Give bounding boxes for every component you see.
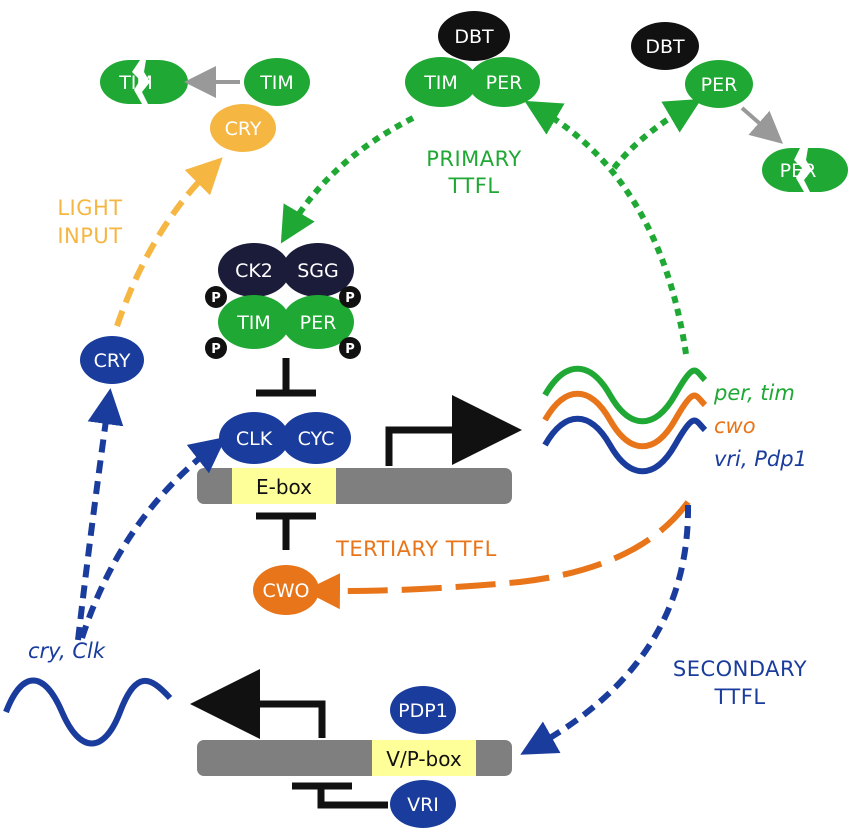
cry-top-label: CRY <box>225 118 262 140</box>
cwo-label: CWO <box>262 580 309 602</box>
light-input-arrow <box>114 157 223 327</box>
per-right-protein <box>685 60 753 108</box>
per-complex-label: PER <box>300 312 337 334</box>
phospho-badge <box>339 286 361 308</box>
cyc-label: CYC <box>298 428 335 450</box>
inhibition-cwo-to-ebox <box>256 512 316 550</box>
ebox-mrna-waves <box>542 365 708 475</box>
cwo-protein <box>253 565 319 615</box>
clk-cyc-dimer: CLK CYC <box>219 412 351 464</box>
cry-clk-mrna-wave <box>3 677 173 747</box>
phospho-label: P <box>211 342 221 357</box>
phosphorylated-complex: CK2 SGG TIM PER P P P P <box>205 243 361 359</box>
inhibition-vri-to-vpbox <box>292 782 388 809</box>
phospho-badge <box>205 286 227 308</box>
tim-complex-label: TIM <box>236 312 271 334</box>
per-center-label: PER <box>486 72 523 94</box>
cwo-gene-label: cwo <box>714 414 756 438</box>
tim-broken-protein: TIM <box>100 60 188 104</box>
clk-protein <box>219 412 289 464</box>
primary-ttfl-line2: TTFL <box>447 174 499 198</box>
ck2-protein <box>218 243 290 297</box>
light-input-line2: INPUT <box>57 224 122 248</box>
dbt-right-protein <box>631 22 699 70</box>
dbt-tim-per-complex: DBT TIM PER <box>405 11 540 107</box>
sgg-label: SGG <box>297 260 339 282</box>
tertiary-arrow <box>304 500 691 610</box>
cry-translation-arrow <box>75 388 124 641</box>
ck2-label: CK2 <box>235 260 273 282</box>
tim-top-protein <box>244 58 310 106</box>
primary-arrow-to-per <box>611 98 702 170</box>
tim-center-label: TIM <box>423 72 458 94</box>
ebox-element <box>232 468 336 504</box>
ebox-transcription-arrow <box>385 395 522 466</box>
tim-degradation-group: TIM TIM CRY <box>100 58 310 152</box>
primary-arrow-to-tim-per <box>524 100 689 355</box>
per-center-protein <box>468 57 540 107</box>
vpbox-transcription-arrow <box>190 669 326 739</box>
vri-pdp1-mrna-wave <box>542 415 708 475</box>
dbt-per-degradation-group: DBT PER PER <box>631 22 848 192</box>
cry-blue-protein <box>80 336 144 384</box>
clk-translation-arrow <box>79 436 227 639</box>
phospho-label: P <box>345 342 355 357</box>
per-tim-gene-label: per, tim <box>713 381 795 405</box>
primary-arrow-to-complex <box>280 115 415 244</box>
phospho-label: P <box>345 291 355 306</box>
cyc-protein <box>281 412 351 464</box>
per-right-label: PER <box>701 74 738 96</box>
vpbox-element <box>372 740 476 776</box>
tim-broken-label: TIM <box>118 72 153 94</box>
tim-center-protein <box>405 57 477 107</box>
dbt-right-label: DBT <box>645 36 685 58</box>
dbt-center-protein <box>438 11 510 61</box>
inhibition-complex-to-clkcyc <box>256 358 316 397</box>
vri-protein <box>390 780 456 828</box>
per-broken-protein: PER <box>762 148 848 192</box>
clk-label: CLK <box>236 428 273 450</box>
cwo-mrna-wave <box>542 390 708 450</box>
per-broken-label: PER <box>780 160 817 182</box>
cry-clk-gene-label: cry, Clk <box>28 639 106 663</box>
ebox-label: E-box <box>256 475 312 499</box>
dbt-center-label: DBT <box>454 26 494 48</box>
secondary-ttfl-line2: TTFL <box>713 685 765 709</box>
secondary-arrow <box>520 504 692 755</box>
pdp1-label: PDP1 <box>398 700 448 722</box>
phospho-label: P <box>211 291 221 306</box>
per-tim-mrna-wave <box>542 365 708 425</box>
vri-pdp1-gene-label: vri, Pdp1 <box>714 447 807 471</box>
cry-top-protein <box>210 104 276 152</box>
sgg-protein <box>282 243 354 297</box>
cry-blue-label: CRY <box>94 350 131 372</box>
tim-complex-protein <box>218 295 290 349</box>
phospho-badge <box>205 337 227 359</box>
vpbox-label: V/P-box <box>386 747 462 771</box>
light-input-line1: LIGHT <box>57 196 122 220</box>
secondary-ttfl-line1: SECONDARY <box>673 657 807 681</box>
tertiary-ttfl-label: TERTIARY TTFL <box>335 537 497 561</box>
phospho-badge <box>339 337 361 359</box>
primary-ttfl-line1: PRIMARY <box>426 147 522 171</box>
tim-top-label: TIM <box>259 72 294 94</box>
vri-label: VRI <box>407 794 439 816</box>
per-complex-protein <box>282 295 354 349</box>
pdp1-protein <box>390 686 456 734</box>
degradation-arrow-per <box>740 106 784 144</box>
